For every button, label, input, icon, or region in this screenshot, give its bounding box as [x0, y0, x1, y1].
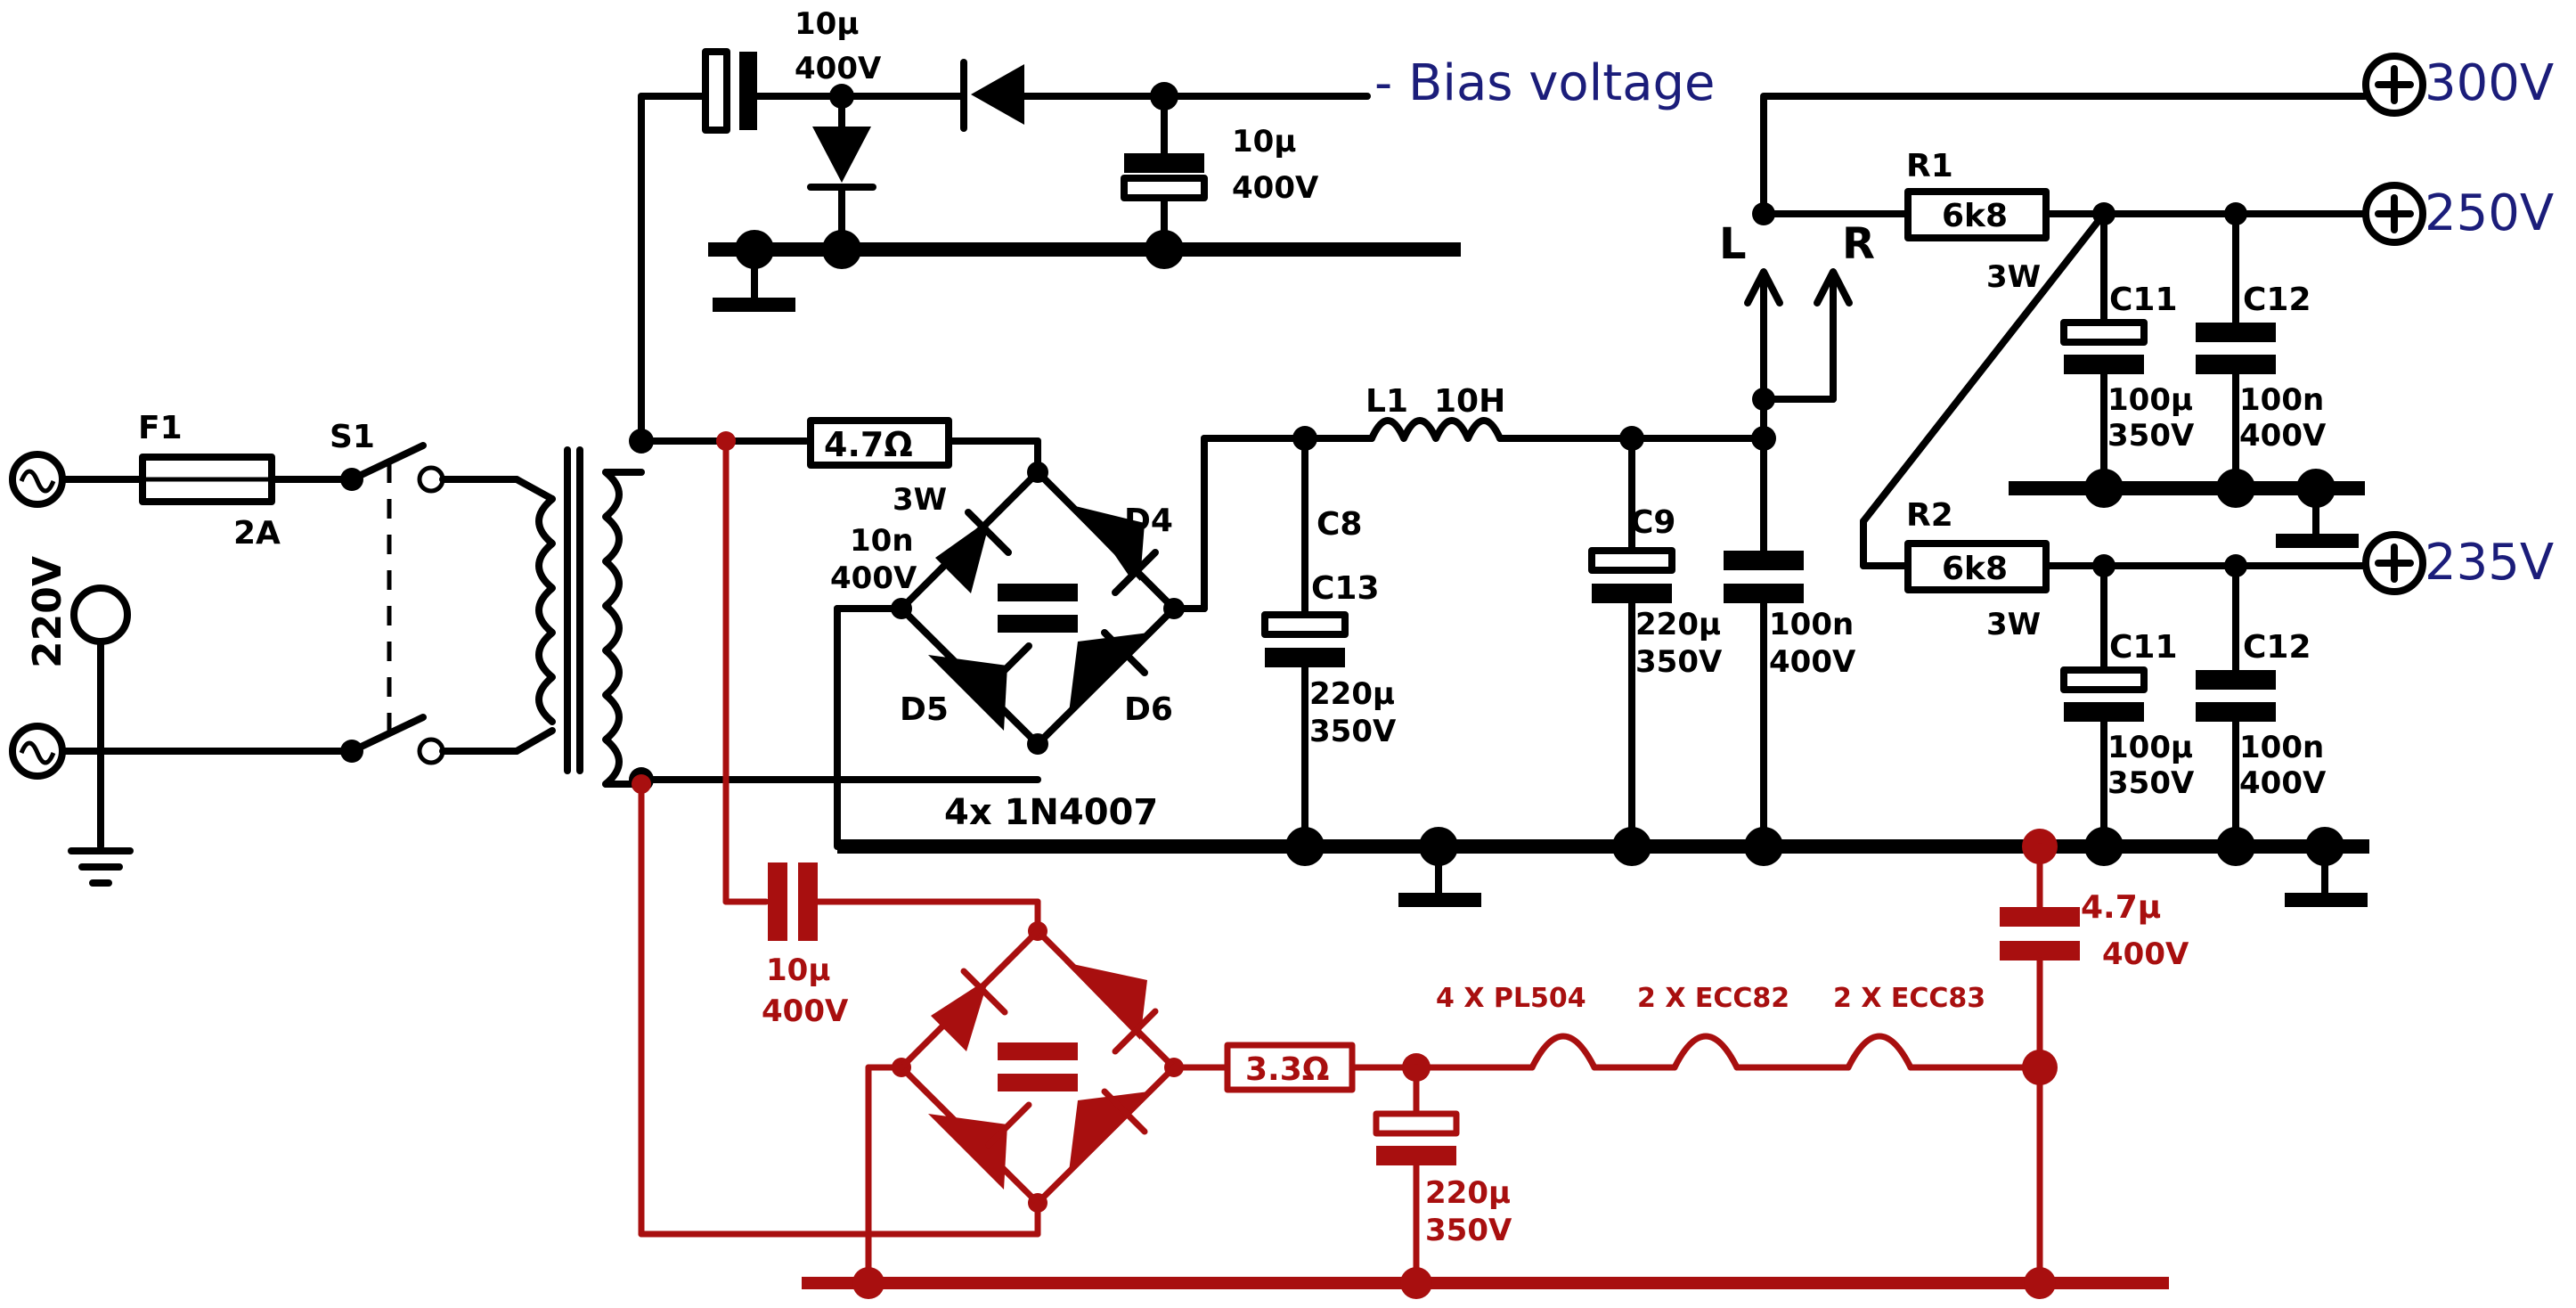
output-section: 300V R1 6k8 3W 250V C11 100µ 350V C12 10…: [1760, 53, 2554, 850]
c13-value: 220µ: [1309, 676, 1395, 712]
switch-l-label: L: [1719, 219, 1747, 269]
inductor-label: L1: [1365, 383, 1408, 420]
c-100n-icon: [1724, 551, 1804, 570]
c-100n-value: 100n: [1769, 607, 1854, 642]
mains-voltage-label: 220V: [25, 556, 70, 668]
mains-input: 220V F1 2A S1: [9, 410, 556, 887]
heater-cap-voltage: 400V: [762, 993, 849, 1029]
c11-lower-value: 100µ: [2107, 730, 2193, 765]
diode-d5-icon: [928, 655, 1007, 731]
heater-diode-1-icon: [931, 978, 989, 1051]
c13-icon: [1261, 611, 1349, 638]
heater-load-ecc83-icon: [1845, 1033, 1914, 1071]
fuse-label: F1: [138, 410, 183, 446]
diode-d4-label: D4: [1124, 503, 1173, 539]
inductor-l1-icon: [1368, 417, 1504, 442]
fuse-rating: 2A: [233, 515, 281, 552]
heater-out-cap-value: 4.7µ: [2081, 889, 2161, 926]
resistor-4-7-power: 3W: [893, 482, 947, 518]
c12-lower-voltage: 400V: [2239, 765, 2327, 801]
r2-power: 3W: [1986, 607, 2041, 642]
heater-out-cap-voltage: 400V: [2102, 936, 2189, 972]
transformer: [535, 446, 645, 788]
heater-load-ecc82-icon: [1671, 1033, 1740, 1071]
heater-filter-cap-icon: [1373, 1110, 1460, 1137]
bias-diode-horizontal-icon: [971, 64, 1024, 125]
c12-upper-label: C12: [2243, 282, 2311, 318]
heater-filter-cap-value: 220µ: [1425, 1175, 1511, 1211]
inductor-value: 10H: [1434, 383, 1505, 420]
c-100n-voltage: 400V: [1769, 644, 1856, 680]
heater-diode-2-icon: [1064, 962, 1147, 1040]
bridge-cap-icon: [998, 584, 1078, 601]
heater-load-pl504-icon: [1528, 1033, 1598, 1071]
heater-load1-label: 4 X PL504: [1436, 983, 1586, 1014]
heater-filter-cap-voltage: 350V: [1425, 1213, 1512, 1248]
c11-upper-voltage: 350V: [2107, 418, 2195, 454]
heater-load3-label: 2 X ECC83: [1833, 983, 1985, 1014]
c11-lower-voltage: 350V: [2107, 765, 2195, 801]
terminal-250v-icon: [2362, 182, 2426, 246]
bias-cap2-icon: [1124, 153, 1204, 173]
output-250v-label: 250V: [2425, 184, 2554, 242]
heater-diode-4-icon: [1069, 1091, 1149, 1172]
heater-load2-label: 2 X ECC82: [1637, 983, 1789, 1014]
switch-r-label: R: [1842, 219, 1875, 269]
heater-cap-value: 10µ: [766, 952, 830, 988]
c12-upper-value: 100n: [2239, 382, 2324, 418]
r1-power: 3W: [1986, 259, 2041, 295]
c12-upper-icon: [2196, 323, 2276, 342]
c11-lower-label: C11: [2109, 629, 2178, 666]
heater-diode-3-icon: [928, 1114, 1007, 1189]
c9-voltage: 350V: [1635, 644, 1723, 680]
c12-lower-label: C12: [2243, 629, 2311, 666]
r2-label: R2: [1906, 497, 1953, 534]
bias-diode-vertical-icon: [812, 127, 871, 183]
bias-cap2-value: 10µ: [1232, 124, 1296, 159]
c13-label: C13: [1311, 570, 1380, 607]
heater-bridge-cap-icon: [998, 1042, 1078, 1060]
c9-value: 220µ: [1635, 607, 1721, 642]
c11-upper-value: 100µ: [2107, 382, 2193, 418]
diode-d5-label: D5: [900, 691, 949, 728]
bias-supply: 10µ 400V 10µ 400V - Bias voltage: [638, 6, 1716, 445]
r1-value: 6k8: [1942, 198, 2008, 234]
c11-upper-label: C11: [2109, 282, 2178, 318]
c9-icon: [1588, 547, 1675, 574]
c12-lower-icon: [2196, 670, 2276, 690]
heater-resistor-label: 3.3Ω: [1245, 1051, 1329, 1088]
output-300v-label: 300V: [2425, 54, 2554, 112]
bridge-diodes-label: 4x 1N4007: [944, 792, 1158, 833]
bias-cap1-value: 10µ: [795, 6, 859, 42]
c8-label: C8: [1317, 506, 1362, 543]
bias-cap1-icon: [702, 48, 730, 134]
heater-supply: 10µ 400V 3.3Ω 220µ: [632, 431, 2189, 1299]
c11-lower-icon: [2060, 666, 2148, 693]
r1-label: R1: [1906, 148, 1953, 184]
c9-label: C9: [1630, 504, 1675, 541]
diode-upper-left-icon: [935, 519, 990, 593]
terminal-235v-icon: [2362, 531, 2426, 595]
resistor-4-7-label: 4.7Ω: [824, 425, 913, 464]
c13-voltage: 350V: [1309, 714, 1397, 749]
r2-value: 6k8: [1942, 551, 2008, 587]
mains-terminal-icon: [70, 585, 131, 645]
output-235v-label: 235V: [2425, 534, 2554, 592]
bias-cap1-voltage: 400V: [795, 51, 882, 86]
diode-d6-label: D6: [1124, 691, 1173, 728]
main-bridge-rectifier: 4.7Ω 3W 10n 400V D4 D5 D6 4x 1N4007: [629, 417, 1308, 850]
terminal-300v-icon: [2362, 53, 2426, 117]
heater-cap-icon: [768, 862, 787, 941]
c12-upper-voltage: 400V: [2239, 418, 2327, 454]
heater-out-cap-icon: [2000, 907, 2080, 927]
bridge-cap-voltage: 400V: [830, 560, 917, 596]
bias-cap2-voltage: 400V: [1232, 170, 1319, 206]
switch-label: S1: [330, 419, 375, 455]
bridge-cap-value: 10n: [850, 523, 914, 559]
bias-voltage-label: - Bias voltage: [1374, 54, 1716, 112]
c11-upper-icon: [2060, 319, 2148, 346]
c12-lower-value: 100n: [2239, 730, 2324, 765]
